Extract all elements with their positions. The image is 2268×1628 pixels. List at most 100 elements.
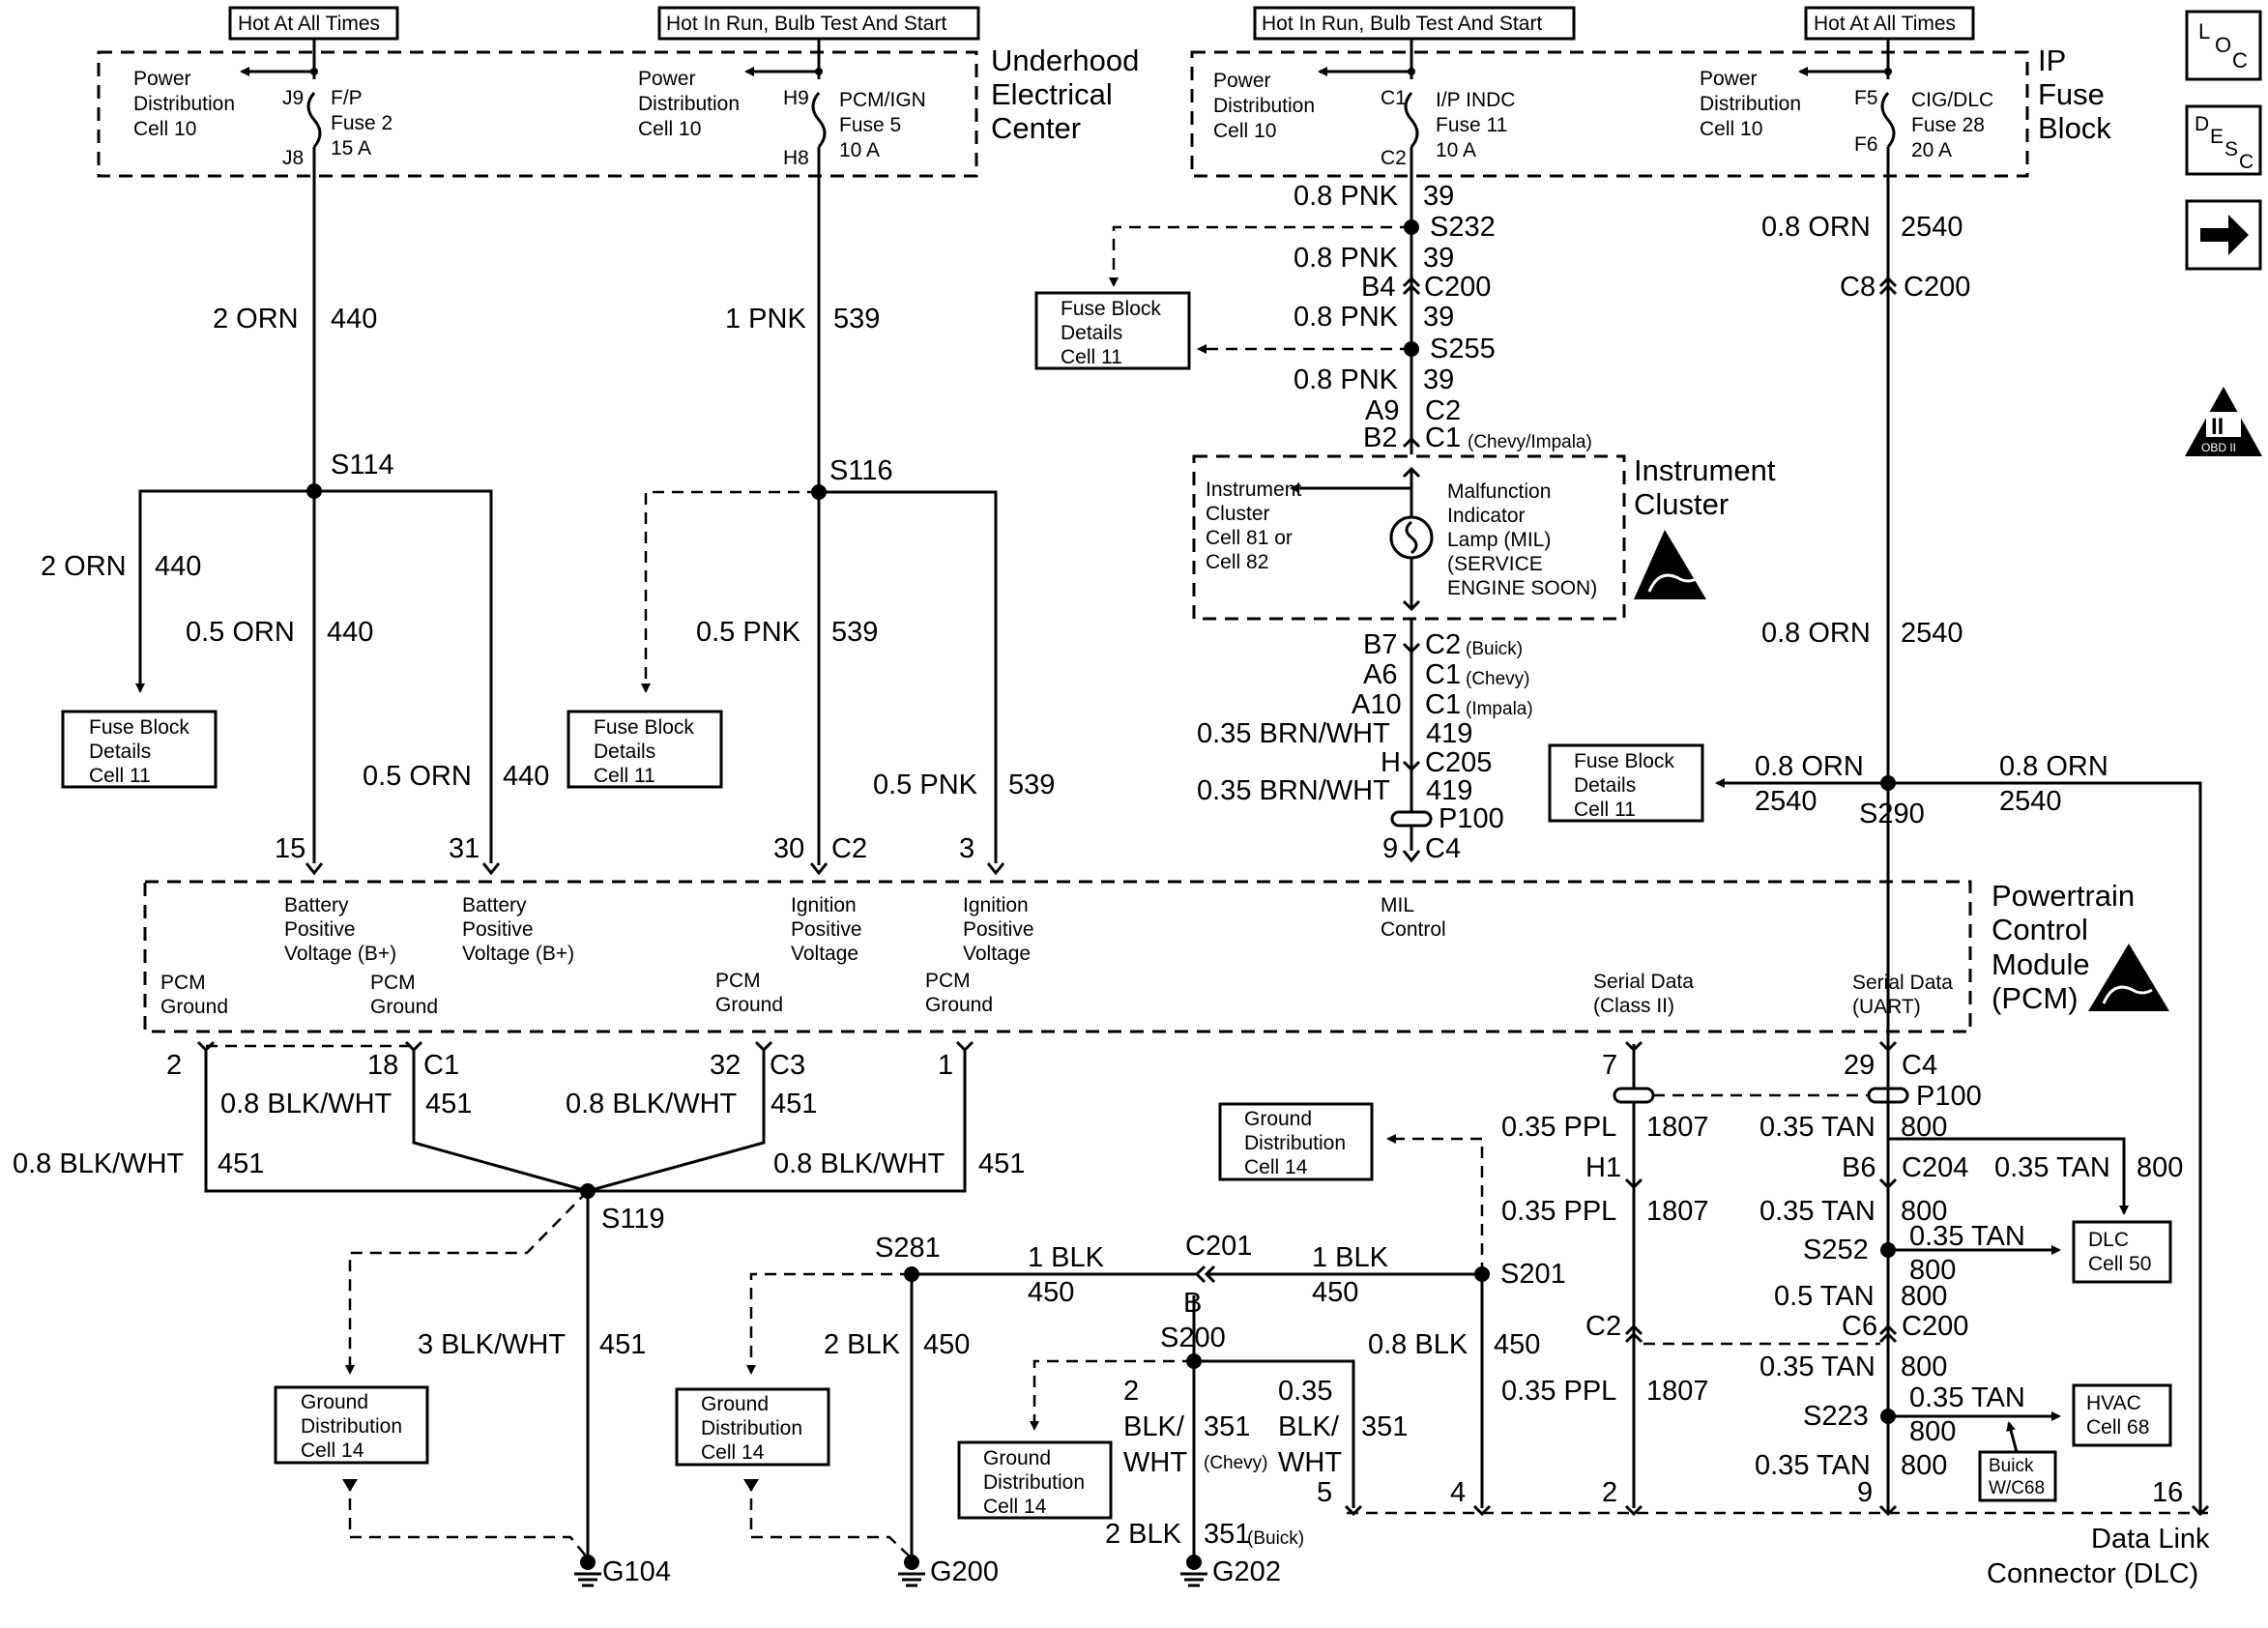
mil-l4: (SERVICE	[1447, 553, 1543, 575]
gd2-l2: Distribution	[701, 1417, 802, 1439]
loc-icon[interactable]	[2185, 10, 2262, 81]
c200b-conn-symbol	[1878, 276, 1898, 296]
w32-num: 800	[2137, 1152, 2183, 1183]
ground-dist-box-4[interactable]	[957, 1440, 1113, 1520]
w14-num: 2540	[1755, 786, 1817, 817]
pin-3: 3	[959, 833, 974, 864]
pcm-title-1: Powertrain	[1992, 879, 2135, 913]
w37-color: 0.35 TAN	[1909, 1382, 2025, 1413]
c201-conn	[1194, 1265, 1216, 1284]
dlc-pin-9: 9	[1857, 1477, 1873, 1508]
conn-c200a: C200	[1424, 272, 1491, 303]
pin-7-label: 7	[1602, 1050, 1617, 1081]
fuse11-l3: 10 A	[1436, 139, 1476, 161]
w35-num: 800	[1901, 1281, 1947, 1312]
w200a-l2: BLK/	[1123, 1411, 1185, 1442]
fuse-details-box-1[interactable]	[61, 710, 218, 789]
pcm-serial1-l2: (Class II)	[1593, 995, 1674, 1017]
s114-label: S114	[331, 450, 394, 480]
ground-dist-box-2[interactable]	[675, 1387, 830, 1467]
w7-num: 539	[1008, 770, 1055, 800]
underhood-title-2: Electrical	[991, 77, 1113, 111]
w6-color: 0.5 PNK	[696, 617, 801, 648]
pcm-mil-l1: MIL	[1381, 894, 1414, 916]
pcm-gnd4-l2: Ground	[925, 994, 993, 1016]
desc-s: S	[2224, 138, 2238, 160]
fd3-l3: Cell 11	[1061, 346, 1122, 368]
wire-539-branch-right	[819, 490, 998, 863]
pcm-ign1-l1: Ignition	[791, 894, 857, 916]
buick-note: (Buick)	[1466, 639, 1523, 659]
desc-icon[interactable]	[2185, 104, 2262, 176]
ic-ref-3: Cell 81 or	[1206, 527, 1293, 549]
c205-conn	[1402, 760, 1421, 772]
p100-inline-conn	[1390, 810, 1433, 828]
conn-c2-pcm: C2	[831, 833, 867, 864]
buick-w-l1: Buick	[1989, 1456, 2034, 1476]
w4-color: 0.5 ORN	[186, 617, 295, 648]
dlc-pin-16: 16	[2152, 1477, 2183, 1508]
fuse-details-box-2[interactable]	[567, 710, 723, 789]
ground-g202-icon	[1180, 1572, 1207, 1587]
desc-e: E	[2210, 126, 2224, 148]
hvac-cell-box[interactable]	[2072, 1383, 2172, 1447]
w200b-l1: 0.35	[1278, 1376, 1332, 1407]
w11-color: 0.8 PNK	[1294, 364, 1399, 395]
wire-539-branch-left	[641, 490, 819, 693]
w29-num: 1807	[1646, 1196, 1709, 1227]
fuse-details-box-3[interactable]	[1034, 291, 1191, 370]
ground-g202-dot	[1186, 1555, 1202, 1570]
pin-15-conn	[305, 862, 324, 876]
w19-color: 0.8 BLK/WHT	[566, 1089, 738, 1119]
w25-color: 1 BLK	[1312, 1242, 1389, 1273]
w37-num: 800	[1909, 1416, 1956, 1447]
ground-dist-box-1[interactable]	[274, 1385, 429, 1465]
w31-color: 0.35 TAN	[1759, 1112, 1875, 1143]
pcm-title-4: (PCM)	[1992, 981, 2079, 1015]
pin-30: 30	[773, 833, 804, 864]
w38-num: 800	[1901, 1450, 1947, 1481]
obd-num: II	[2211, 414, 2224, 440]
pin-32-conn	[754, 1040, 773, 1053]
pcm-bat2-l1: Battery	[462, 894, 527, 916]
ic-ref-4: Cell 82	[1206, 551, 1268, 573]
arrow-gd1-down	[342, 1479, 358, 1492]
w200n1: 351	[1204, 1411, 1250, 1442]
instrument-cluster-box	[1192, 454, 1626, 621]
gd3-l2: Distribution	[1244, 1132, 1346, 1154]
pcm-bat2-l3: Voltage (B+)	[462, 943, 574, 965]
header-2-text: Hot In Run, Bulb Test And Start	[666, 13, 946, 35]
dlc-cell-box[interactable]	[2072, 1220, 2172, 1284]
fuse-details-box-4[interactable]	[1548, 743, 1704, 823]
gd3-l3: Cell 14	[1244, 1156, 1308, 1178]
s255-label: S255	[1430, 334, 1496, 364]
pcm-serial2-l2: (UART)	[1852, 996, 1921, 1018]
fuse11-l2: Fuse 11	[1436, 114, 1507, 136]
pin-j9: J9	[282, 87, 304, 109]
w5-num: 440	[503, 761, 549, 792]
ground-g200-icon	[898, 1572, 925, 1587]
w26-color: 0.8 BLK	[1368, 1329, 1468, 1360]
p100-conn-1807	[1613, 1087, 1655, 1104]
dlc-cell-l2: Cell 50	[2088, 1253, 2151, 1275]
g200-label: G200	[930, 1556, 999, 1587]
pcm-title-2: Control	[1992, 913, 2088, 946]
desc-d: D	[2195, 113, 2209, 135]
w35-color: 0.5 TAN	[1774, 1281, 1875, 1312]
w18-num: 451	[425, 1089, 472, 1119]
w24-num: 450	[1028, 1277, 1074, 1308]
w19-num: 451	[771, 1089, 817, 1119]
s116-label: S116	[829, 455, 893, 486]
w38-color: 0.35 TAN	[1755, 1450, 1871, 1481]
ground-dist-box-3[interactable]	[1218, 1102, 1374, 1181]
w2-color: 1 PNK	[725, 304, 806, 334]
pin-f5: F5	[1854, 87, 1878, 109]
conn-c2b: C2	[1425, 629, 1461, 660]
w16-num: 419	[1426, 718, 1472, 749]
wire-s290-dlc	[1888, 781, 2202, 1513]
s223-label: S223	[1803, 1401, 1869, 1432]
pin-3-conn	[986, 862, 1005, 876]
c4-conn	[1402, 850, 1421, 863]
w8-color: 0.8 PNK	[1294, 181, 1399, 212]
header-box-3	[1253, 6, 1576, 41]
